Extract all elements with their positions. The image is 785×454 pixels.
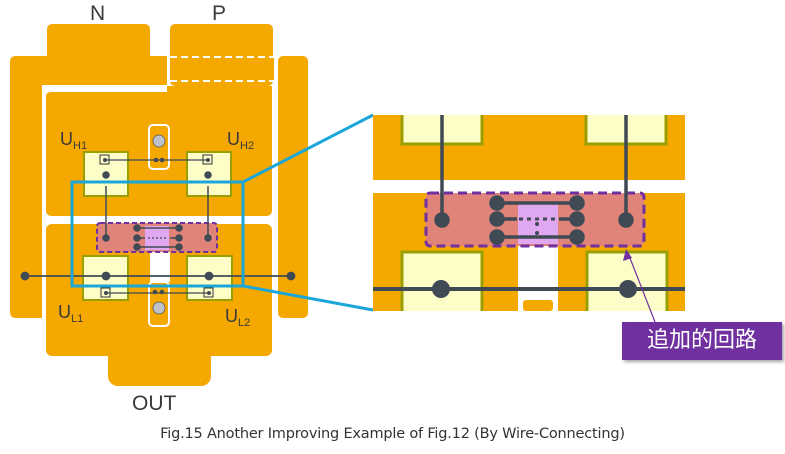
label-ul2: UL2	[225, 306, 250, 329]
zoom-indicator	[70, 113, 374, 312]
label-p-terminal: P	[212, 2, 226, 25]
label-out-terminal: OUT	[132, 392, 177, 415]
gate-via-high	[152, 134, 166, 148]
added-circuit-callout: 追加的回路	[622, 322, 782, 360]
out-terminal-pad	[108, 340, 211, 386]
label-ul1: UL1	[58, 302, 83, 325]
gate-via-low	[152, 301, 166, 315]
figure-caption: Fig.15 Another Improving Example of Fig.…	[160, 426, 625, 442]
p-bus-crossover	[170, 56, 274, 82]
n-terminal-pad	[47, 24, 150, 64]
label-uh2: UH2	[227, 129, 254, 152]
label-uh1: UH1	[60, 129, 87, 152]
zoom-source-frame	[70, 180, 245, 288]
magnified-view	[373, 115, 685, 311]
n-bus-bar	[10, 56, 167, 318]
module-layout: UH1 UH2 UL1 UL2 N P OUT	[10, 2, 308, 415]
callout-arrow	[623, 249, 656, 323]
label-n-terminal: N	[90, 2, 105, 25]
p-bus-bar	[278, 56, 308, 318]
